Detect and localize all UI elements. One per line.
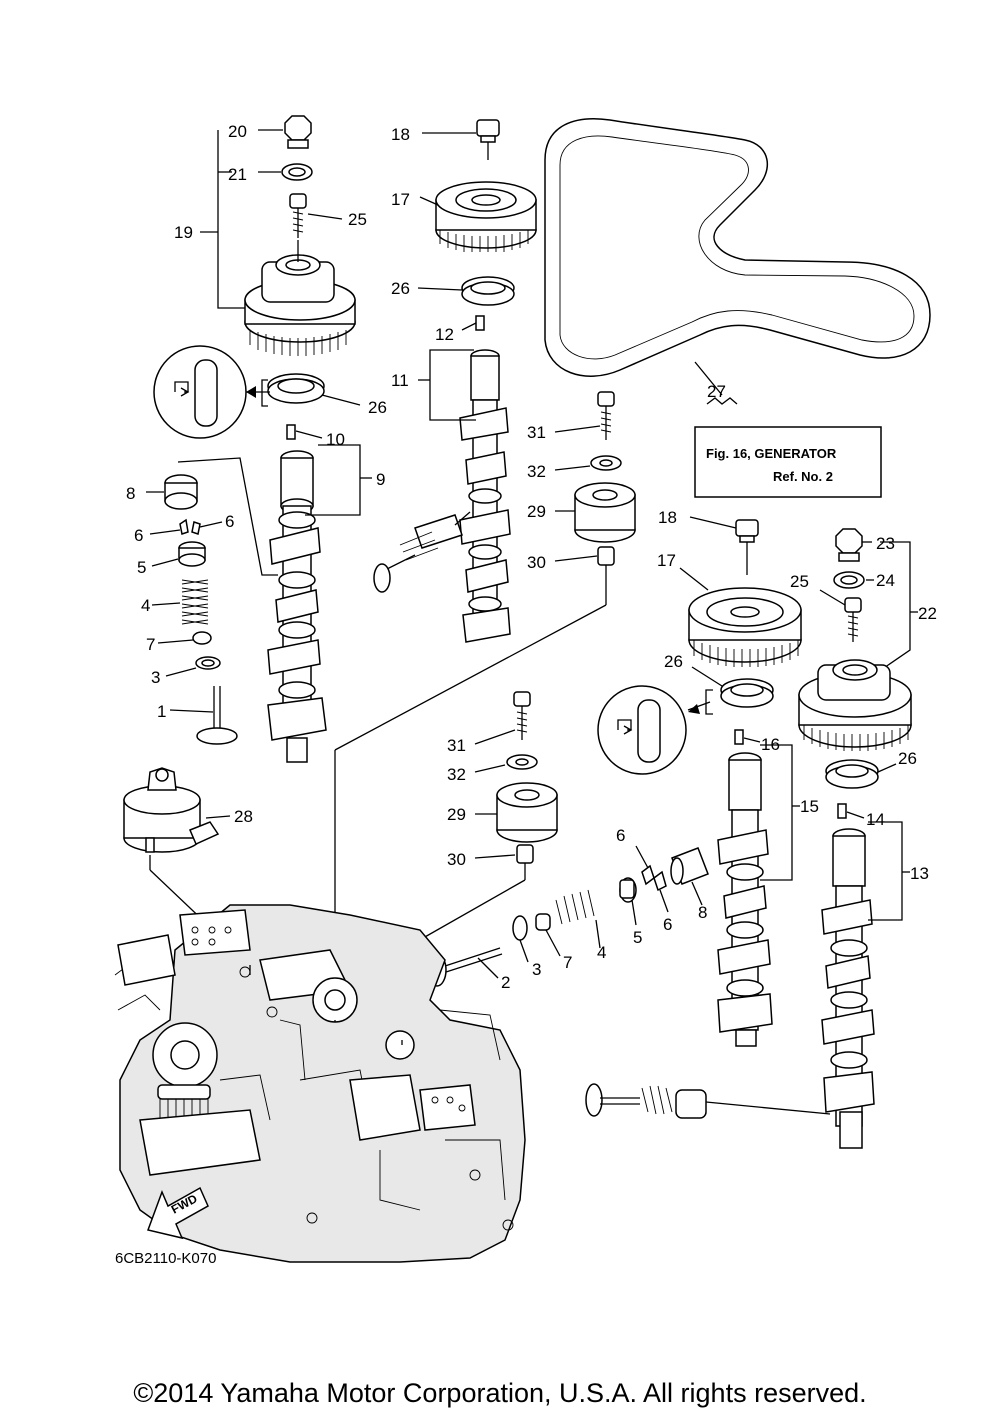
callout-27: 27 (707, 382, 726, 401)
callout-14: 14 (866, 810, 885, 829)
callout-8: 8 (698, 903, 707, 922)
callout-17: 17 (391, 190, 410, 209)
callout-20: 20 (228, 122, 247, 141)
callout-5: 5 (633, 928, 642, 947)
callout-30: 30 (447, 850, 466, 869)
callout-5: 5 (137, 558, 146, 577)
callout-1: 1 (157, 702, 166, 721)
center-pulley-assembly (373, 119, 537, 643)
tensioner (123, 767, 251, 966)
callout-12: 12 (435, 325, 454, 344)
callout-3: 3 (532, 960, 541, 979)
callout-15: 15 (800, 797, 819, 816)
idler-pulleys (334, 391, 636, 1040)
callout-13: 13 (910, 864, 929, 883)
callout-23: 23 (876, 534, 895, 553)
callout-18: 18 (658, 508, 677, 527)
callout-25: 25 (348, 210, 367, 229)
reference-box: Fig. 16, GENERATOR Ref. No. 2 (694, 426, 882, 498)
callout-26: 26 (368, 398, 387, 417)
timing-belt (544, 118, 931, 405)
callout-28: 28 (234, 807, 253, 826)
callout-10: 10 (326, 430, 345, 449)
callout-29: 29 (447, 805, 466, 824)
callout-25: 25 (790, 572, 809, 591)
engine-block (114, 904, 526, 1263)
left-pulley-assembly (146, 115, 372, 763)
callout-16: 16 (761, 735, 780, 754)
callout-32: 32 (527, 462, 546, 481)
callout-29: 29 (527, 502, 546, 521)
callout-30: 30 (527, 553, 546, 572)
callout-31: 31 (447, 736, 466, 755)
reference-line-1: Fig. 16, GENERATOR (706, 446, 837, 461)
callout-24: 24 (876, 571, 895, 590)
fwd-arrow: FWD (147, 1186, 209, 1240)
callout-6: 6 (225, 512, 234, 531)
callout-19: 19 (174, 223, 193, 242)
callout-3: 3 (151, 668, 160, 687)
callout-17: 17 (657, 551, 676, 570)
copyright-notice: ©2014 Yamaha Motor Corporation, U.S.A. A… (133, 1378, 867, 1408)
callout-6: 6 (663, 915, 672, 934)
callout-2: 2 (501, 973, 510, 992)
callout-21: 21 (228, 165, 247, 184)
callout-26: 26 (391, 279, 410, 298)
right-assemblies (585, 516, 918, 1149)
callout-9: 9 (376, 470, 385, 489)
callout-7: 7 (146, 635, 155, 654)
callout-32: 32 (447, 765, 466, 784)
callout-18: 18 (391, 125, 410, 144)
callout-6: 6 (616, 826, 625, 845)
callout-4: 4 (141, 596, 150, 615)
callout-31: 31 (527, 423, 546, 442)
callout-8: 8 (126, 484, 135, 503)
drawing-code: 6CB2110-K070 (115, 1250, 216, 1267)
callout-4: 4 (597, 943, 606, 962)
callout-26: 26 (898, 749, 917, 768)
callout-11: 11 (391, 371, 409, 390)
callout-7: 7 (563, 953, 572, 972)
reference-line-2: Ref. No. 2 (773, 469, 833, 484)
callout-22: 22 (918, 604, 937, 623)
part-callouts: 20 21 19 25 26 10 9 8 6 6 5 4 7 3 1 18 1… (126, 122, 937, 992)
callout-6: 6 (134, 526, 143, 545)
callout-26: 26 (664, 652, 683, 671)
